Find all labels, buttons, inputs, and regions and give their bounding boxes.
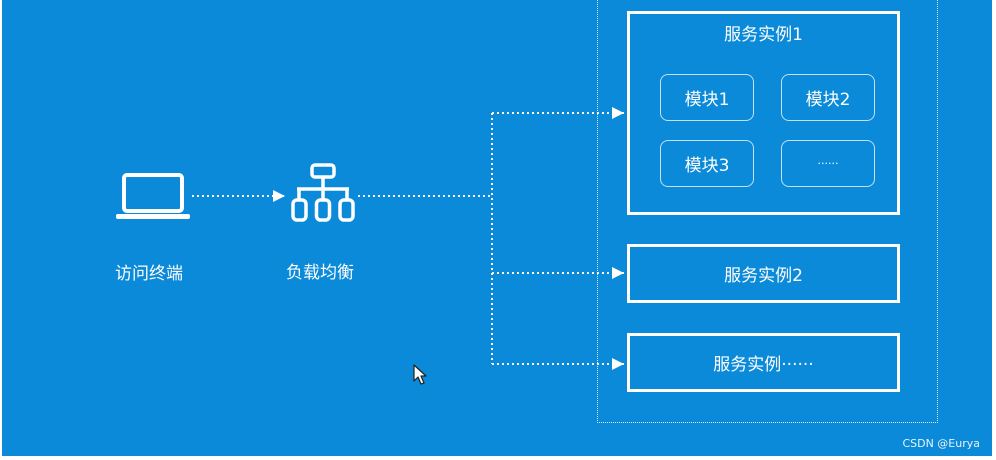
load-balancer-label: 负载均衡 bbox=[286, 263, 354, 283]
service-instance-2-title: 服务实例2 bbox=[724, 266, 803, 286]
module-3: 模块3 bbox=[660, 140, 754, 187]
module-2: 模块2 bbox=[781, 74, 875, 121]
mouse-cursor-icon bbox=[413, 364, 427, 385]
laptop-icon bbox=[116, 173, 190, 219]
service-instance-2: 服务实例2 bbox=[627, 244, 900, 303]
service-cluster-region bbox=[597, 0, 938, 423]
module-1: 模块1 bbox=[660, 74, 754, 121]
watermark: CSDN @Eurya bbox=[902, 437, 980, 450]
module-more: ······ bbox=[781, 140, 875, 187]
service-instance-3-title: 服务实例······ bbox=[713, 355, 814, 375]
network-hierarchy-icon bbox=[291, 163, 355, 222]
service-instance-3: 服务实例······ bbox=[627, 333, 900, 392]
service-instance-1-title: 服务实例1 bbox=[724, 25, 803, 45]
service-instance-1: 服务实例1 模块1 模块2 模块3 ······ bbox=[627, 11, 900, 215]
client-label: 访问终端 bbox=[115, 264, 183, 284]
